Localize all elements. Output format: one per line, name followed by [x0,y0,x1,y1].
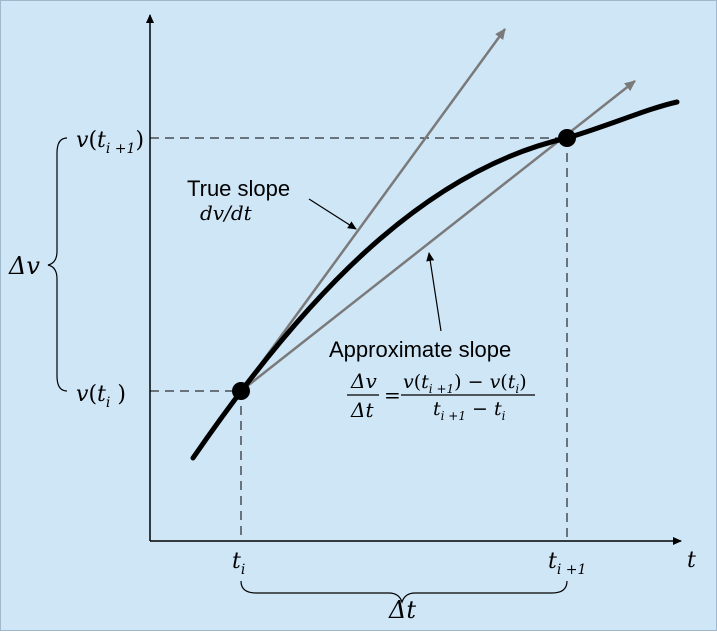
tick-ti1: ti +1 [548,549,586,578]
approx-slope-title: Approximate slope [329,337,511,362]
true-slope-title: True slope [187,176,290,201]
x-axis-label: t [687,548,696,573]
v-ti1-label: v(ti +1) [76,128,144,157]
delta-t-brace [240,580,568,604]
true-slope-expr: dv/dt [200,201,253,225]
approx-rhs-den: ti +1 − ti [433,398,506,423]
approx-equals: = [384,383,401,407]
point-ti1 [558,129,576,147]
point-ti [232,382,250,400]
tangent-line [239,28,507,392]
v-ti-label: v(ti ) [76,382,126,411]
delta-v-label: Δv [8,252,40,280]
approx-lhs-num: Δv [350,369,377,393]
delta-t-label: Δt [388,596,416,624]
approx-rhs-num: v(ti +1) − v(ti) [403,371,527,396]
true-slope-pointer [308,198,357,230]
velocity-curve [190,99,680,461]
delta-v-brace [47,137,68,392]
approx-lhs-den: Δt [350,398,374,422]
tick-ti: ti [232,549,245,578]
approx-slope-pointer [426,252,442,332]
